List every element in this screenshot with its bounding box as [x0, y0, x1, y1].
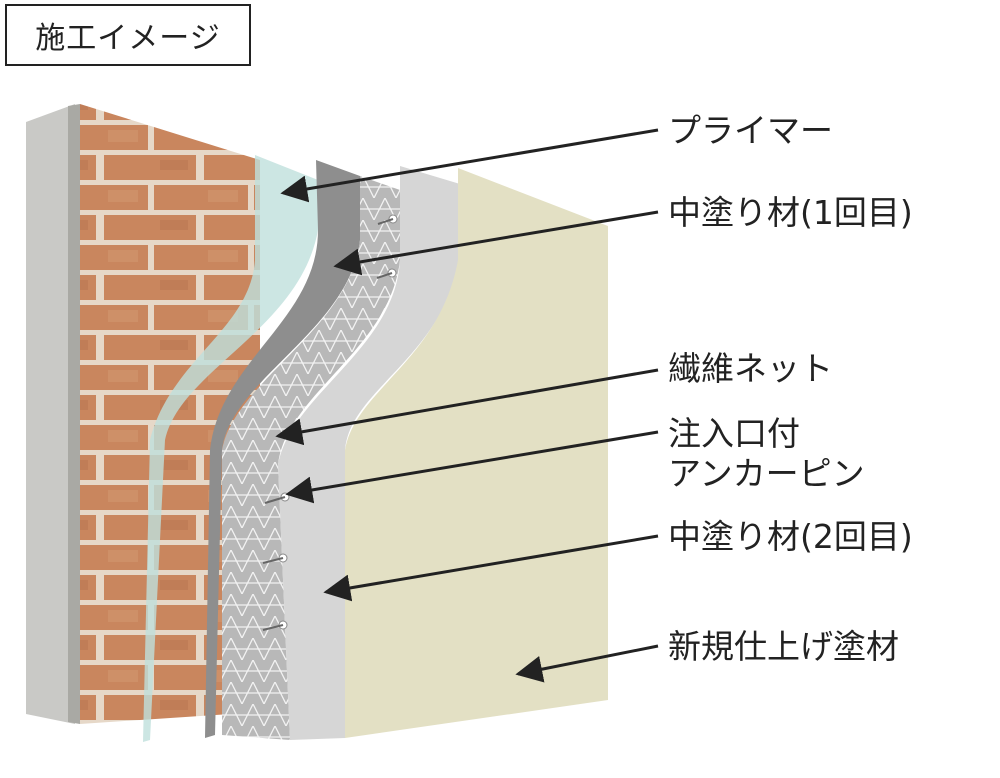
arrow-anchor-pin	[285, 430, 659, 504]
arrow-fiber-net	[275, 368, 659, 446]
diagram-title: 施工イメージ	[35, 21, 221, 56]
label-base-coat-2: 中塗り材(2回目)	[668, 517, 913, 556]
arrow-primer	[280, 128, 659, 203]
concrete-edge	[68, 104, 80, 724]
concrete-substrate	[26, 104, 75, 724]
base-coat-1-layer	[205, 160, 360, 738]
title-box: 施工イメージ	[5, 4, 251, 66]
primer-layer	[143, 155, 318, 742]
label-fiber-net: 繊維ネット	[668, 349, 833, 388]
arrow-base-coat-2	[323, 534, 659, 602]
label-finish-coat: 新規仕上げ塗材	[668, 627, 899, 666]
arrow-base-coat-1	[333, 210, 659, 276]
label-base-coat-1: 中塗り材(1回目)	[668, 193, 913, 232]
arrow-finish-coat	[515, 644, 659, 683]
label-primer: プライマー	[668, 111, 833, 150]
leader-arrows	[275, 128, 659, 683]
finish-coat-layer	[345, 168, 608, 738]
label-anchor-pin: 注入口付 アンカーピン	[668, 414, 865, 493]
fiber-net-layer	[222, 176, 400, 740]
